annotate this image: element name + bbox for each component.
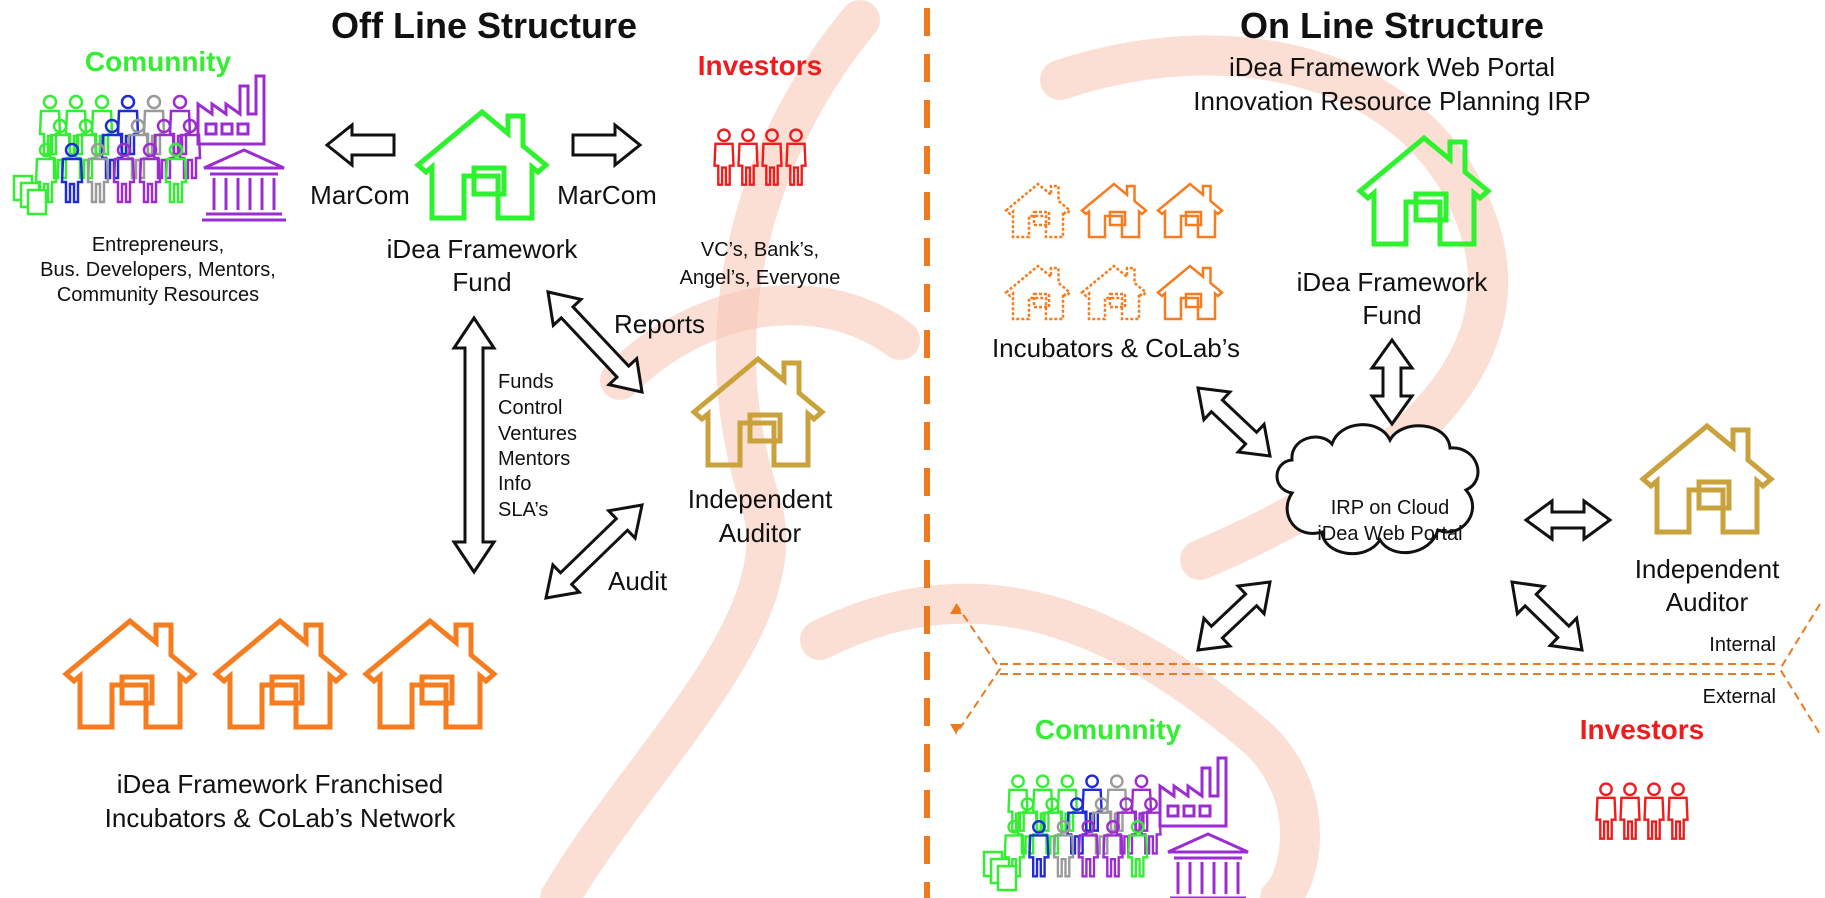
- house-icon: [1080, 182, 1148, 239]
- factory-icon: [196, 74, 266, 146]
- house-icon: [366, 621, 494, 727]
- double-arrow-icon: [1510, 580, 1584, 652]
- offline-auditor-line1: Independent: [688, 484, 833, 514]
- investors-desc-line2: Angel’s, Everyone: [680, 267, 841, 289]
- investors-desc-line1: VC’s, Bank’s,: [701, 239, 819, 261]
- offline-title: Off Line Structure: [331, 5, 637, 46]
- offline-fund-line1: iDea Framework: [387, 234, 579, 264]
- flow-item: Mentors: [498, 448, 570, 470]
- flow-item: SLA’s: [498, 499, 548, 521]
- online-fund-line1: iDea Framework: [1297, 267, 1489, 297]
- auditor-house-icon: [1643, 426, 1771, 532]
- marcom-left-label: MarCom: [310, 180, 410, 210]
- arrowhead-icon: [950, 724, 962, 734]
- incubator-houses: [1004, 182, 1224, 321]
- marcom-left-arrow-icon: [324, 121, 396, 169]
- offline-investors-label: Investors: [698, 50, 823, 81]
- house-icon: [1080, 264, 1148, 321]
- online-auditor-line1: Independent: [1635, 554, 1780, 584]
- flow-item: Control: [498, 397, 562, 419]
- flow-item: Ventures: [498, 423, 577, 445]
- watermark-stroke: [800, 583, 1320, 898]
- double-arrow-icon: [1196, 580, 1272, 652]
- online-subtitle-1: iDea Framework Web Portal: [1229, 52, 1555, 82]
- person-icon: [1619, 782, 1641, 840]
- online-fund-line2: Fund: [1362, 300, 1421, 330]
- boundary-line: [1778, 603, 1821, 735]
- double-arrow-icon: [1196, 386, 1272, 458]
- online-incubators-label: Incubators & CoLab’s: [992, 333, 1240, 363]
- double-arrow-icon: [1523, 498, 1613, 542]
- factory-icon: [1158, 756, 1228, 828]
- building-icon: [1164, 832, 1252, 898]
- community-desc-line3: Community Resources: [57, 284, 259, 306]
- people-icon: [34, 94, 202, 204]
- offline-community-label: Comunnity: [85, 46, 232, 77]
- cloud-label-line1: IRP on Cloud: [1331, 497, 1450, 519]
- reports-label: Reports: [614, 309, 705, 339]
- documents-icon: [982, 850, 1018, 892]
- flow-arrows: [451, 290, 644, 600]
- double-arrow-icon: [1369, 337, 1415, 427]
- person-icon: [1595, 782, 1617, 840]
- watermark-stroke: [600, 285, 920, 400]
- arrowhead-icon: [950, 604, 962, 614]
- flows-list: Funds Control Ventures Mentors Info SLA’…: [498, 371, 577, 521]
- online-title: On Line Structure: [1240, 5, 1544, 46]
- external-label: External: [1703, 686, 1776, 708]
- building-icon: [200, 148, 288, 222]
- cloud-label-line2: iDea Web Portal: [1317, 523, 1462, 545]
- marcom-right-label: MarCom: [557, 180, 657, 210]
- house-icon: [1004, 182, 1072, 239]
- house-icon: [1156, 182, 1224, 239]
- person-icon: [1667, 782, 1689, 840]
- double-arrow-icon: [451, 315, 497, 575]
- online-subtitle-2: Innovation Resource Planning IRP: [1193, 86, 1590, 116]
- flow-item: Funds: [498, 371, 554, 393]
- community-desc-line2: Bus. Developers, Mentors,: [40, 259, 276, 281]
- audit-label: Audit: [608, 566, 668, 596]
- house-icon: [216, 621, 344, 727]
- people-icon: [1595, 782, 1689, 840]
- network-line2: Incubators & CoLab’s Network: [105, 803, 457, 833]
- person-icon: [713, 128, 735, 186]
- people-icon: [1003, 774, 1162, 878]
- network-line1: iDea Framework Franchised: [117, 769, 444, 799]
- double-arrow-icon: [544, 503, 644, 600]
- fund-house-icon: [418, 112, 546, 218]
- offline-auditor-line2: Auditor: [719, 518, 802, 548]
- internal-external-boundary: [950, 603, 1821, 735]
- cloud-icon: [1275, 423, 1480, 556]
- marcom-right-arrow-icon: [571, 121, 643, 169]
- boundary-line: [955, 603, 1002, 735]
- community-desc-line1: Entrepreneurs,: [92, 234, 224, 256]
- online-community-label: Comunnity: [1035, 714, 1182, 745]
- house-icon: [66, 621, 194, 727]
- double-arrow-icon: [546, 290, 644, 394]
- online-investors-label: Investors: [1580, 714, 1705, 745]
- internal-label: Internal: [1709, 634, 1776, 656]
- house-icon: [1004, 264, 1072, 321]
- offline-fund-line2: Fund: [452, 267, 511, 297]
- flow-arrows: [1196, 337, 1613, 652]
- online-auditor-line2: Auditor: [1666, 587, 1749, 617]
- house-icon: [1156, 264, 1224, 321]
- person-icon: [1643, 782, 1665, 840]
- incubator-houses: [66, 621, 494, 727]
- flow-item: Info: [498, 473, 531, 495]
